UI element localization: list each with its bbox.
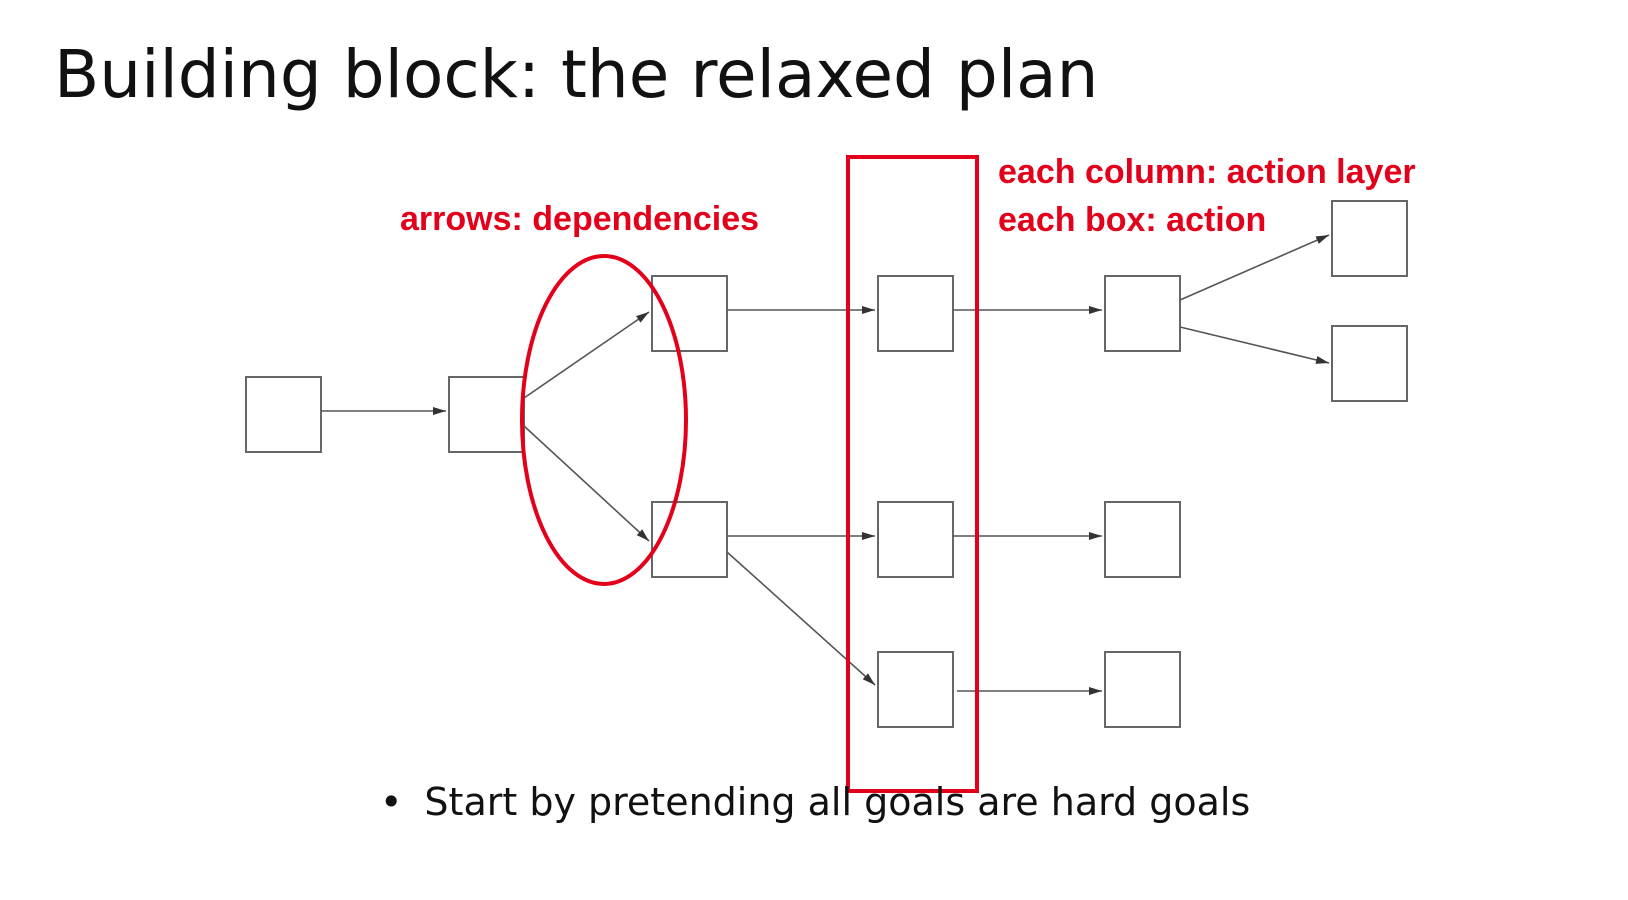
bullet-marker: • bbox=[380, 780, 403, 824]
slide-title: Building block: the relaxed plan bbox=[54, 36, 1099, 113]
action-layer-highlight-rect bbox=[846, 155, 979, 793]
action-box-layer3-top bbox=[877, 275, 954, 352]
action-box-layer3-middle bbox=[877, 501, 954, 578]
action-box-layer1 bbox=[448, 376, 525, 453]
action-box-layer2-bottom bbox=[651, 501, 728, 578]
action-boxes bbox=[245, 200, 1408, 728]
dependency-arrow bbox=[523, 425, 650, 542]
action-box-layer2-top bbox=[651, 275, 728, 352]
dependency-arrow bbox=[1179, 234, 1330, 301]
action-box-layer4-middle bbox=[1104, 501, 1181, 578]
box-annotation: each box: action bbox=[998, 201, 1266, 239]
action-box-layer5-top bbox=[1331, 200, 1408, 277]
dependency-arrow bbox=[1179, 326, 1330, 364]
dependencies-highlight-ellipse bbox=[520, 254, 688, 586]
action-box-layer4-top bbox=[1104, 275, 1181, 352]
action-box-layer0 bbox=[245, 376, 322, 453]
action-box-layer3-bottom bbox=[877, 651, 954, 728]
arrows-annotation: arrows: dependencies bbox=[400, 200, 759, 238]
action-box-layer5-bottom bbox=[1331, 325, 1408, 402]
dependency-arrow bbox=[523, 311, 650, 399]
bullet-item: • Start by pretending all goals are hard … bbox=[380, 780, 1250, 824]
bullet-text: Start by pretending all goals are hard g… bbox=[424, 780, 1251, 824]
column-annotation: each column: action layer bbox=[998, 153, 1416, 191]
dependency-arrow bbox=[726, 551, 876, 686]
action-box-layer4-bottom bbox=[1104, 651, 1181, 728]
